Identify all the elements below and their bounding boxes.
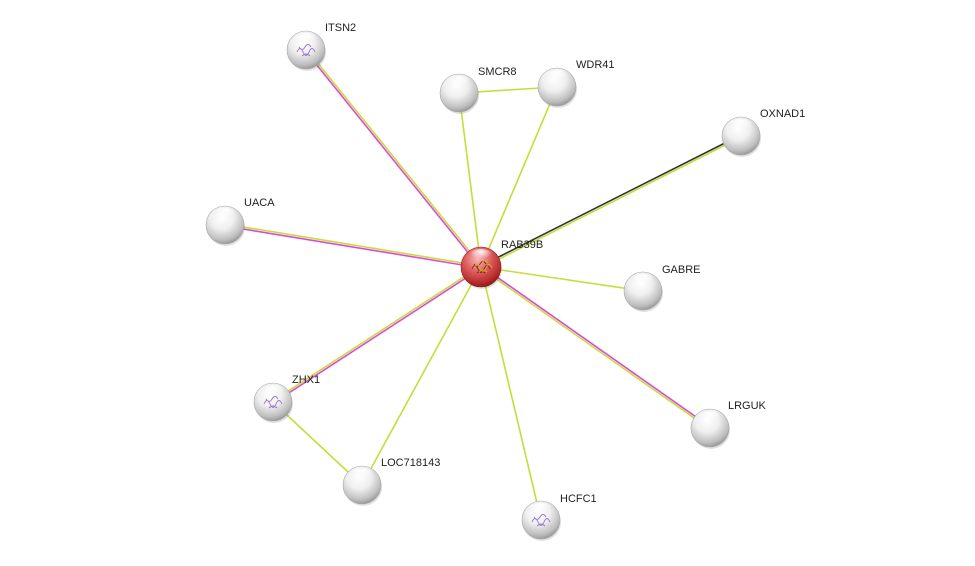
edge-rab39b-oxnad1[interactable] [479, 134, 743, 269]
edge-line-textmining [458, 92, 482, 268]
edge-line-textmining [271, 265, 482, 402]
edge-rab39b-smcr8[interactable] [458, 92, 482, 268]
node-loc718143[interactable]: LOC718143 [342, 457, 440, 506]
node-highlight [447, 75, 471, 90]
edge-rab39b-wdr41[interactable] [480, 86, 558, 268]
edge-line-experiments [224, 225, 482, 269]
edge-line-experiments [304, 49, 482, 269]
node-label-loc718143: LOC718143 [381, 457, 440, 469]
edge-zhx1-loc718143[interactable] [272, 401, 363, 486]
node-gabre[interactable]: GABRE [623, 264, 701, 312]
node-zhx1[interactable]: ZHX1 [253, 374, 320, 423]
node-highlight [545, 69, 569, 84]
node-label-gabre: GABRE [662, 264, 701, 276]
edge-line-textmining [480, 266, 644, 292]
node-label-rab39b: RAB39B [501, 239, 543, 251]
edge-line-coexpression [479, 134, 742, 267]
edge-line-textmining [272, 401, 363, 486]
node-highlight [350, 467, 374, 482]
node-label-smcr8: SMCR8 [478, 66, 517, 78]
edge-line-experiments [480, 265, 712, 428]
node-highlight [529, 502, 553, 517]
node-highlight [294, 32, 318, 47]
edge-line-textmining [480, 86, 558, 268]
node-wdr41[interactable]: WDR41 [537, 59, 615, 108]
node-label-zhx1: ZHX1 [292, 374, 320, 386]
edge-rab39b-gabre[interactable] [480, 266, 644, 292]
node-uaca[interactable]: UACA [205, 197, 275, 246]
edge-line-textmining [305, 48, 483, 268]
edge-rab39b-itsn2[interactable] [304, 48, 483, 269]
edge-rab39b-zhx1[interactable] [271, 265, 483, 404]
edge-rab39b-uaca[interactable] [224, 223, 482, 269]
node-highlight [213, 207, 237, 222]
edge-rab39b-loc718143[interactable] [361, 266, 482, 486]
edge-rab39b-lrguk[interactable] [479, 265, 712, 430]
node-label-uaca: UACA [244, 197, 275, 209]
node-label-lrguk: LRGUK [728, 400, 767, 412]
node-itsn2[interactable]: ITSN2 [286, 22, 356, 71]
node-label-hcfc1: HCFC1 [560, 493, 597, 505]
node-rab39b[interactable]: RAB39B [460, 239, 543, 289]
edge-line-textmining [361, 266, 482, 486]
node-highlight [698, 410, 722, 425]
edge-line-textmining [480, 136, 743, 269]
node-highlight [631, 273, 655, 288]
edge-line-textmining [480, 266, 542, 521]
node-label-oxnad1: OXNAD1 [760, 108, 805, 120]
node-label-wdr41: WDR41 [576, 59, 615, 71]
edge-line-textmining [479, 267, 711, 430]
node-highlight [729, 118, 753, 133]
edge-line-textmining [224, 223, 482, 267]
node-highlight [469, 249, 493, 263]
node-oxnad1[interactable]: OXNAD1 [721, 108, 805, 157]
node-lrguk[interactable]: LRGUK [690, 400, 767, 449]
edge-line-experiments [272, 267, 483, 404]
node-hcfc1[interactable]: HCFC1 [521, 493, 597, 541]
node-highlight [261, 384, 285, 399]
edges-layer [224, 48, 743, 521]
node-label-itsn2: ITSN2 [325, 22, 356, 34]
edge-rab39b-hcfc1[interactable] [480, 266, 542, 521]
node-smcr8[interactable]: SMCR8 [439, 66, 517, 114]
